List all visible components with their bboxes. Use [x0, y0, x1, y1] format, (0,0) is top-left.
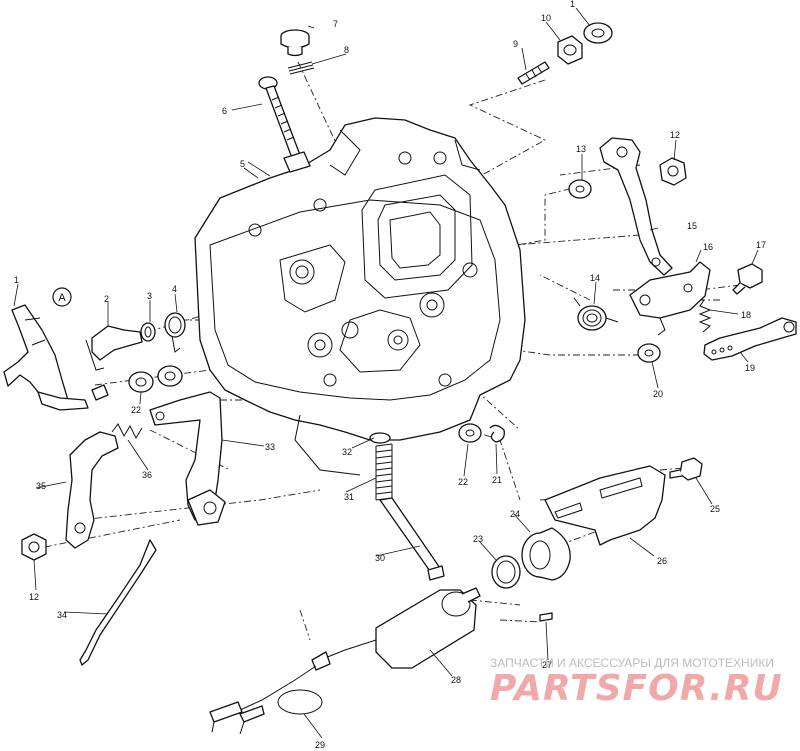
callout-20: 20	[653, 389, 663, 399]
watermark: ЗАПЧАСТИ И АКСЕССУАРЫ ДЛЯ МОТОТЕХНИКИ PA…	[490, 656, 783, 709]
callout-14: 14	[590, 273, 600, 283]
callout-13: 13	[576, 144, 586, 154]
callout-1: 1	[14, 275, 19, 285]
washers-part-22-pair	[128, 365, 183, 393]
washer-part-3	[140, 322, 156, 342]
sleeve-part-24	[521, 527, 571, 581]
washer-part-13	[568, 179, 592, 199]
callout-12-left: 12	[29, 592, 39, 602]
watermark-tagline: ЗАПЧАСТИ И АКСЕССУАРЫ ДЛЯ МОТОТЕХНИКИ	[490, 656, 774, 670]
arm-part-1	[3, 304, 89, 411]
watermark-brand: PARTSFOR.RU	[490, 668, 783, 709]
callout-29: 29	[315, 740, 325, 750]
callout-18: 18	[741, 310, 751, 320]
cylinder-part-28	[311, 587, 481, 671]
plate-part-26	[544, 465, 666, 546]
clip-part-8	[287, 61, 315, 75]
harness-part-29	[209, 665, 323, 735]
callout-35: 35	[36, 481, 46, 491]
bolt-part-17	[732, 263, 763, 295]
crankcase-housing	[194, 117, 526, 476]
washer-part-20	[637, 343, 661, 363]
reference-marker-a: A	[52, 287, 72, 307]
callout-1-top: 1	[570, 0, 575, 9]
callout-22-right: 22	[458, 477, 468, 487]
callout-19: 19	[745, 363, 755, 373]
callout-9: 9	[513, 39, 518, 49]
callout-28: 28	[451, 675, 461, 685]
ring-part-23	[491, 555, 521, 589]
plug-part-7	[280, 29, 310, 57]
washer-part-11	[583, 22, 613, 44]
callout-24: 24	[510, 509, 520, 519]
bolt-part-25	[669, 457, 703, 481]
bracket-part-16	[629, 261, 711, 336]
rod-part-34	[79, 539, 157, 666]
stud-part-9	[517, 61, 550, 85]
callout-30: 30	[375, 553, 385, 563]
arm-part-19	[703, 317, 797, 361]
callout-21: 21	[492, 475, 502, 485]
callout-5: 5	[240, 159, 245, 169]
callout-25: 25	[710, 504, 720, 514]
bolt-part-6	[258, 76, 311, 173]
callout-15: 15	[687, 221, 697, 231]
callout-22-left: 22	[131, 405, 141, 415]
torsion-spring-part-14	[573, 297, 619, 331]
callout-4: 4	[172, 284, 177, 294]
callout-12-top: 12	[670, 130, 680, 140]
spring-part-36	[111, 423, 143, 440]
callout-labels: 1 1 2 3 4 5 6 7 8 9 10 12 12 13 14 15 16…	[14, 0, 766, 750]
callout-17: 17	[756, 240, 766, 250]
callout-26: 26	[657, 556, 667, 566]
spring-part-31	[375, 443, 393, 501]
callout-6: 6	[222, 106, 227, 116]
lever-part-33	[149, 391, 226, 526]
callout-33: 33	[265, 442, 275, 452]
callout-7: 7	[333, 19, 338, 29]
nut-part-12-left	[21, 533, 47, 561]
lever-part-15	[599, 137, 673, 276]
callout-32: 32	[342, 447, 352, 457]
spring-part-18	[698, 299, 712, 333]
clip-part-21	[489, 424, 505, 443]
shaft-part-2	[85, 325, 143, 371]
reference-marker-label: A	[58, 292, 66, 304]
bushing-part-under-1	[91, 384, 109, 401]
callout-8: 8	[344, 45, 349, 55]
callout-2: 2	[104, 294, 109, 304]
callout-31: 31	[344, 492, 354, 502]
pushrod-part-30	[379, 497, 445, 581]
callout-36: 36	[142, 470, 152, 480]
lever-part-35	[65, 431, 119, 549]
callout-10: 10	[541, 13, 551, 23]
callout-27: 27	[542, 660, 552, 670]
washer-part-22-right	[458, 423, 482, 443]
washer-part-32	[369, 432, 391, 444]
callout-16: 16	[703, 242, 713, 252]
pin-part-27	[539, 612, 553, 622]
leader-lines	[13, 7, 759, 739]
callout-23: 23	[473, 534, 483, 544]
callout-3: 3	[147, 291, 152, 301]
spring-part-4	[164, 312, 186, 353]
callout-34: 34	[57, 610, 67, 620]
nut-part-12-top	[659, 157, 687, 186]
nut-part-10	[557, 35, 583, 65]
